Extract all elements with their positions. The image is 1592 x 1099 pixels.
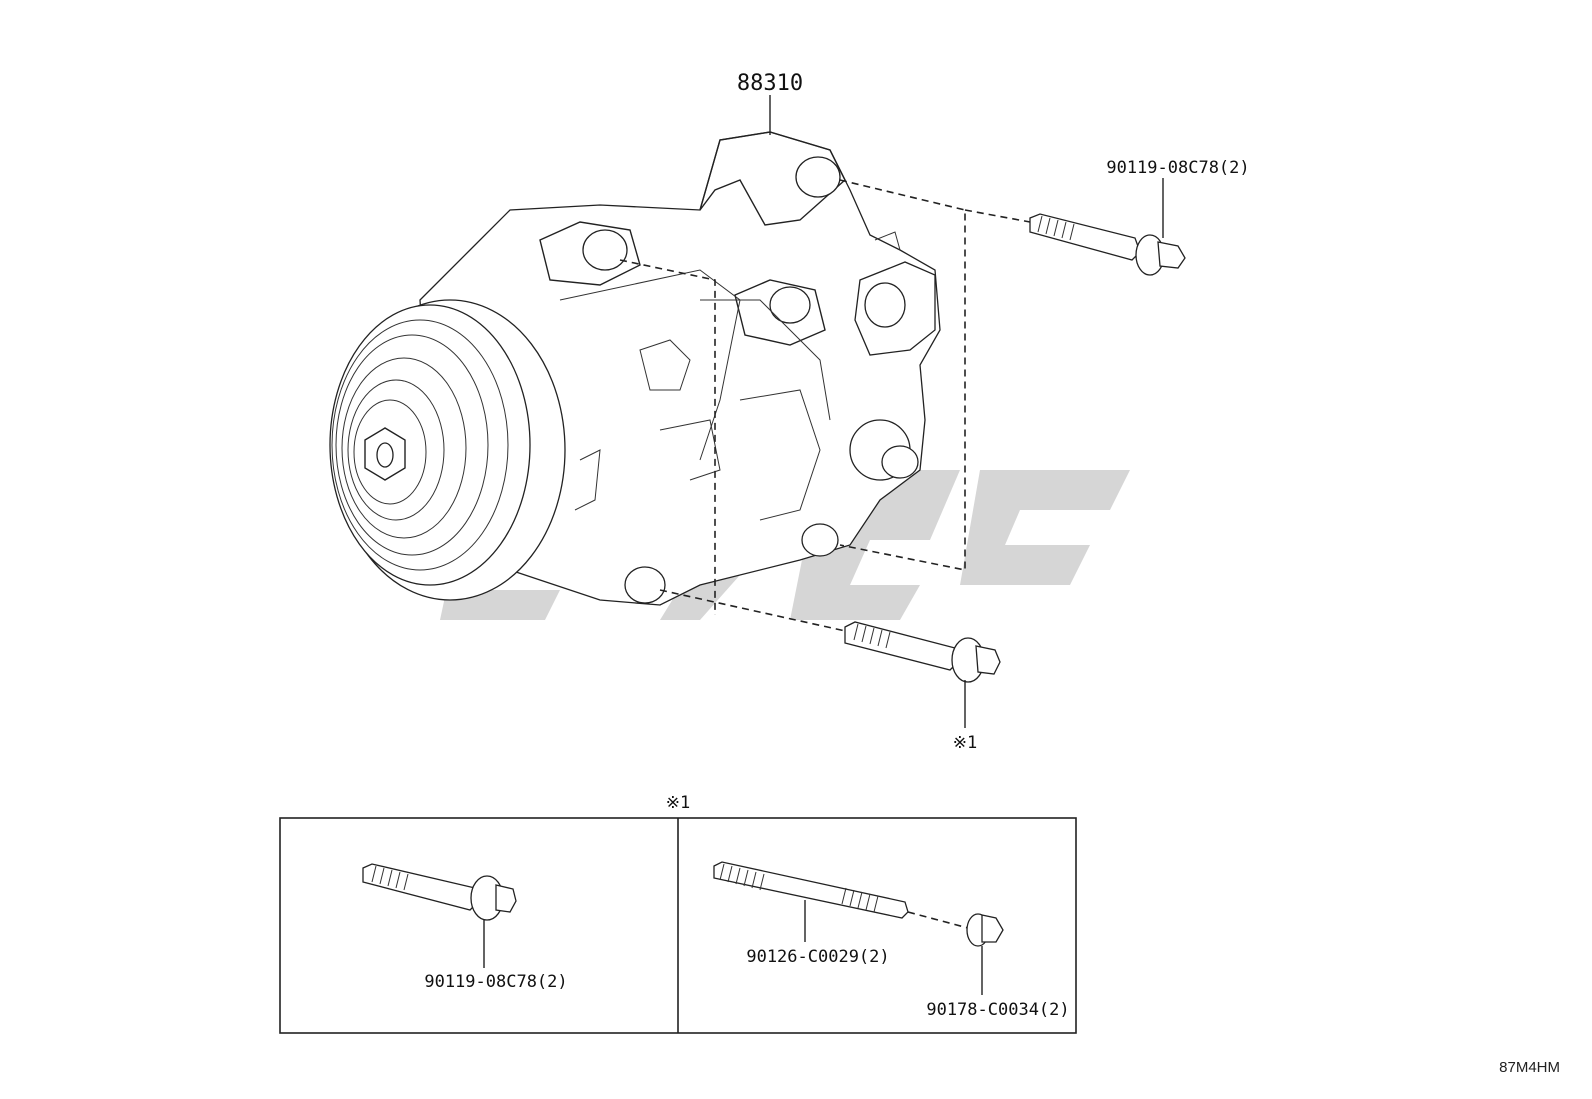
detail-nut-label: 90178-C0034(2) <box>926 1000 1069 1020</box>
detail-stud-90126[interactable] <box>713 861 909 919</box>
compressor-pulley[interactable] <box>329 299 566 601</box>
lower-bolt-ref-label: ※1 <box>953 733 977 753</box>
detail-box-ref-mark: ※1 <box>666 793 690 813</box>
lower-bolt[interactable] <box>844 621 1001 683</box>
detail-bolt-90119[interactable] <box>362 863 517 921</box>
detail-left-bolt-label: 90119-08C78(2) <box>424 972 567 992</box>
detail-stud-label: 90126-C0029(2) <box>746 947 889 967</box>
top-bolt-90119[interactable] <box>1029 213 1186 276</box>
detail-nut-90178[interactable] <box>966 913 1004 947</box>
main-part-number: 88310 <box>737 71 803 96</box>
assembly-guide-lines <box>619 179 1031 633</box>
top-bolt-label: 90119-08C78(2) <box>1106 158 1249 178</box>
illustration-code: 87M4HM <box>1499 1059 1560 1076</box>
